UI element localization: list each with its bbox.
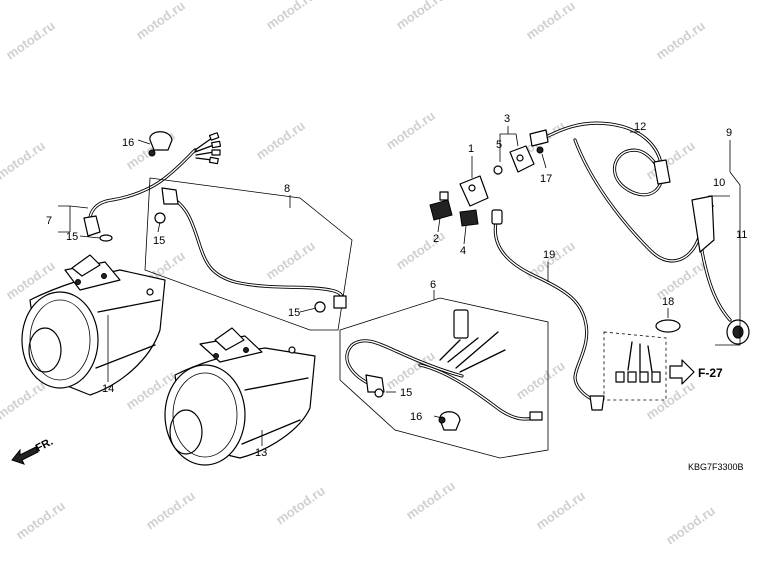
watermark: motod.ru xyxy=(263,0,318,32)
watermark: motod.ru xyxy=(663,503,718,548)
watermark: motod.ru xyxy=(3,18,58,63)
callout-2: 2 xyxy=(433,233,439,245)
reference-arrow: F-27 xyxy=(669,359,723,385)
front-direction-arrow: FR. xyxy=(11,436,55,465)
callout-15-left: 15 xyxy=(66,231,78,243)
leader-lines xyxy=(58,126,741,446)
watermark: motod.ru xyxy=(0,138,48,183)
watermark: motod.ru xyxy=(533,488,588,533)
watermark: motod.ru xyxy=(393,0,448,32)
watermark: motod.ru xyxy=(263,238,318,283)
harness-8 xyxy=(154,187,347,313)
watermark: motod.ru xyxy=(133,0,188,42)
callout-1: 1 xyxy=(468,143,474,155)
part-17-fastener xyxy=(536,146,544,154)
box-8 xyxy=(144,177,353,331)
part-3-switch xyxy=(509,145,535,173)
watermark: motod.ru xyxy=(513,358,568,403)
harness-6 xyxy=(345,309,543,421)
part-2-switch xyxy=(429,191,453,221)
part-1-bracket xyxy=(459,175,489,207)
watermark: motod.ru xyxy=(393,228,448,273)
callout-12: 12 xyxy=(634,121,646,133)
clamp-16-top xyxy=(148,131,173,157)
callout-7: 7 xyxy=(46,215,52,227)
watermark: motod.ru xyxy=(403,478,458,523)
callout-9: 9 xyxy=(726,127,732,139)
figure-code: KBG7F3300B xyxy=(688,462,744,472)
callout-8: 8 xyxy=(284,183,290,195)
cable-19 xyxy=(491,209,605,411)
callout-5: 5 xyxy=(496,139,502,151)
callout-17: 17 xyxy=(540,173,552,185)
callout-16-bottom: 16 xyxy=(410,411,422,423)
harness-9 xyxy=(573,138,750,345)
watermark: motod.ru xyxy=(0,378,48,423)
watermark: motod.ru xyxy=(13,498,68,543)
watermark: motod.ru xyxy=(143,488,198,533)
harness-7 xyxy=(83,132,222,237)
front-direction-label: FR. xyxy=(34,436,55,455)
part-5-washer xyxy=(493,165,503,175)
part-18-ring xyxy=(655,319,681,333)
watermark: motod.ru xyxy=(523,0,578,42)
callout-4: 4 xyxy=(460,245,466,257)
grommet-15-a xyxy=(99,234,113,242)
reference-label: F-27 xyxy=(698,366,723,380)
watermark: motod.ru xyxy=(383,108,438,153)
part-4-clip xyxy=(459,209,479,227)
callout-10: 10 xyxy=(713,177,725,189)
callout-labels: 16 7 15 8 15 15 14 13 6 15 16 1 2 4 3 5 … xyxy=(46,113,747,459)
callout-13: 13 xyxy=(255,447,267,459)
callout-11: 11 xyxy=(736,229,747,241)
callout-15-box6: 15 xyxy=(400,387,412,399)
connector-group xyxy=(615,341,661,383)
callout-14: 14 xyxy=(102,383,114,395)
callout-19: 19 xyxy=(543,249,555,261)
clamp-16-bottom xyxy=(438,411,461,431)
callout-15-box8-top: 15 xyxy=(153,235,165,247)
part-13-cover xyxy=(164,327,316,466)
harness-12 xyxy=(529,121,671,197)
watermark: motod.ru xyxy=(383,348,438,393)
box-6 xyxy=(339,297,549,459)
watermark: motod.ru xyxy=(653,18,708,63)
callout-16-top: 16 xyxy=(122,137,134,149)
callout-6: 6 xyxy=(430,279,436,291)
callout-15-box8-bottom: 15 xyxy=(288,307,300,319)
callout-3: 3 xyxy=(504,113,510,125)
reference-box-f27 xyxy=(603,331,667,401)
callout-18: 18 xyxy=(662,296,674,308)
watermark: motod.ru xyxy=(273,483,328,528)
part-14-cover xyxy=(21,254,166,396)
watermark: motod.ru xyxy=(253,118,308,163)
